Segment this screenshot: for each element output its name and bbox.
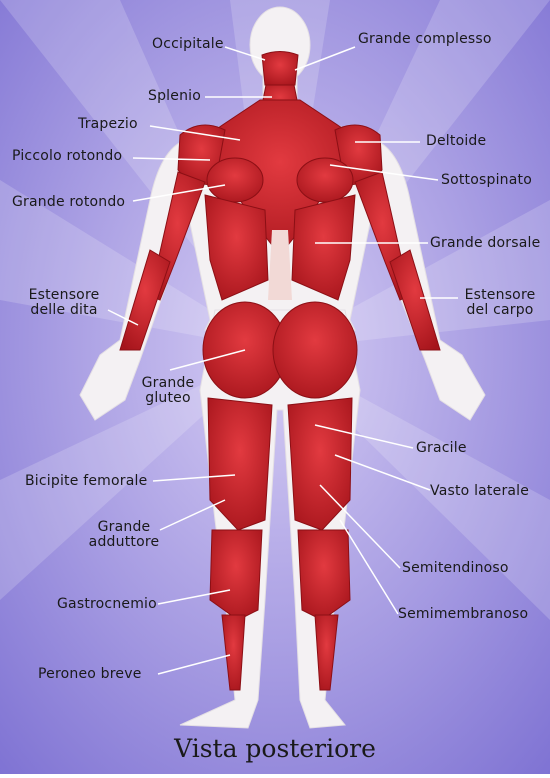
label-semitendinoso: Semitendinoso (402, 560, 509, 576)
label-grande-gluteo-line1: Grande (136, 376, 200, 391)
spine (268, 230, 292, 300)
label-grande-complesso: Grande complesso (358, 31, 492, 47)
label-trapezio: Trapezio (78, 116, 138, 132)
label-piccolo-rotondo: Piccolo rotondo (12, 148, 122, 164)
label-grande-adduttore: Grande adduttore (84, 520, 164, 550)
label-deltoide: Deltoide (426, 133, 486, 149)
label-peroneo-breve: Peroneo breve (38, 666, 142, 682)
diagram-title: Vista posteriore (0, 734, 550, 763)
label-gastrocnemio: Gastrocnemio (57, 596, 157, 612)
muscle-sottospinato-left (207, 158, 263, 202)
label-estensore-carpo-line2: del carpo (458, 303, 542, 318)
label-grande-gluteo: Grande gluteo (136, 376, 200, 406)
muscle-grande-gluteo-right (273, 302, 357, 398)
label-splenio: Splenio (148, 88, 201, 104)
muscle-sottospinato-right (297, 158, 353, 202)
label-estensore-carpo-line1: Estensore (458, 288, 542, 303)
label-occipitale: Occipitale (152, 36, 224, 52)
label-estensore-dita: Estensore delle dita (22, 288, 106, 318)
muscle-occipitale (262, 52, 298, 86)
label-grande-adduttore-line1: Grande (84, 520, 164, 535)
label-sottospinato: Sottospinato (441, 172, 532, 188)
label-estensore-dita-line2: delle dita (22, 303, 106, 318)
label-grande-rotondo: Grande rotondo (12, 194, 125, 210)
label-vasto-laterale: Vasto laterale (430, 483, 529, 499)
label-gracile: Gracile (416, 440, 467, 456)
label-bicipite-femorale: Bicipite femorale (25, 473, 147, 489)
label-grande-adduttore-line2: adduttore (84, 535, 164, 550)
label-estensore-dita-line1: Estensore (22, 288, 106, 303)
label-estensore-carpo: Estensore del carpo (458, 288, 542, 318)
label-grande-dorsale: Grande dorsale (430, 235, 540, 251)
label-grande-gluteo-line2: gluteo (136, 391, 200, 406)
label-semimembranoso: Semimembranoso (398, 606, 528, 622)
